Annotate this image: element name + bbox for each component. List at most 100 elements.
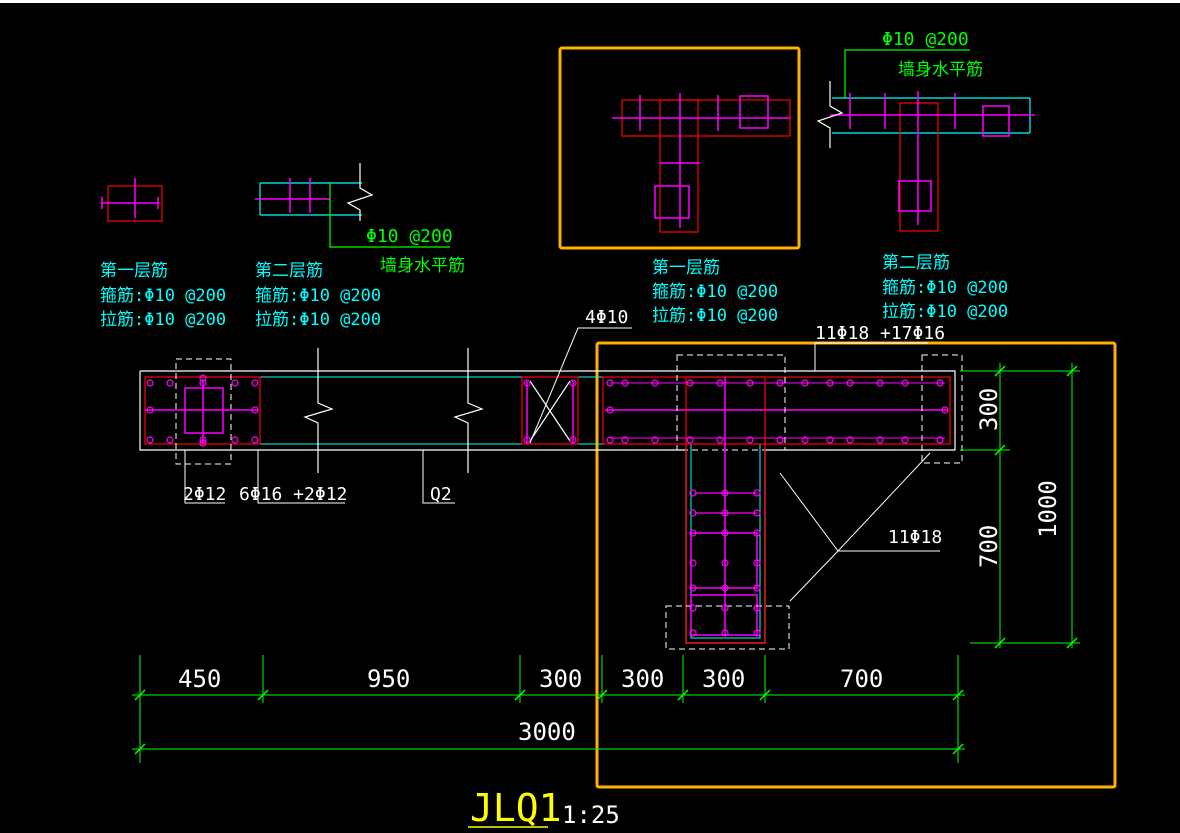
- highlight-box-detail: [558, 46, 801, 250]
- rebar-dot: [146, 406, 154, 414]
- rebar-dot: [716, 436, 724, 444]
- rebar-dot: [721, 559, 729, 567]
- rebar-dot: [689, 509, 697, 517]
- dim-right-total: 1000: [1034, 480, 1062, 538]
- label-web-bars: 11Φ18: [888, 527, 942, 548]
- dimension-tick: [759, 689, 771, 701]
- detail-1-tie-sketch: [101, 178, 163, 222]
- dim-right-flange: 300: [975, 388, 1003, 431]
- rebar-dot: [199, 374, 207, 382]
- rebar-dot: [569, 379, 577, 387]
- dim-bottom-1: 450: [178, 665, 221, 693]
- leader-lines: [184, 327, 940, 602]
- detail-4-callout-spec: Φ10 @200: [882, 29, 969, 50]
- label-diag-bars: 4Φ10: [585, 307, 628, 328]
- dimension-tick: [952, 743, 964, 755]
- rebar-dot: [686, 379, 694, 387]
- detail-1-stirrup: 箍筋:Φ10 @200: [100, 286, 226, 306]
- rebar-dot: [721, 489, 729, 497]
- detail-4-t-junction-sketch: [816, 49, 1035, 232]
- detail-2-wall-end-sketch: [255, 163, 450, 248]
- dim-bottom-2: 950: [367, 665, 410, 693]
- rebar-dot: [651, 379, 659, 387]
- dimension-tick: [134, 689, 146, 701]
- label-end-bars-a: 2Φ12: [183, 484, 226, 505]
- rebar-dot: [251, 379, 259, 387]
- detail-1-tie: 拉筋:Φ10 @200: [100, 310, 226, 330]
- drawing-scale: 1:25: [562, 801, 620, 829]
- dimension-tick: [994, 365, 1006, 377]
- detail-4-callout-name: 墙身水平筋: [898, 60, 983, 80]
- rebar-dot: [716, 379, 724, 387]
- rebar-dot: [753, 509, 761, 517]
- rebar-dot: [936, 436, 944, 444]
- rebar-dot: [846, 379, 854, 387]
- rebar-dot: [621, 436, 629, 444]
- rebar-dot: [686, 436, 694, 444]
- rebar-dot: [901, 379, 909, 387]
- dim-bottom-5: 300: [702, 665, 745, 693]
- label-flange-bars: 11Φ18 +17Φ16: [815, 323, 945, 344]
- rebar-dot: [876, 436, 884, 444]
- dimension-tick: [1066, 365, 1078, 377]
- detail-1-title: 第一层筋: [100, 261, 168, 281]
- dimension-ticks: [134, 365, 1078, 755]
- detail-2-tie: 拉筋:Φ10 @200: [255, 310, 381, 330]
- dimension-tick: [677, 689, 689, 701]
- rebar-dot: [231, 379, 239, 387]
- rebar-dot: [826, 436, 834, 444]
- rebar-dot: [689, 604, 697, 612]
- rebar-dot: [936, 379, 944, 387]
- rebar-dot: [721, 529, 729, 537]
- dimension-tick: [994, 637, 1006, 649]
- rebar-dot: [721, 604, 729, 612]
- rebar-dot: [753, 584, 761, 592]
- dim-bottom-3: 300: [539, 665, 582, 693]
- rebar-dot: [753, 489, 761, 497]
- dim-bottom-4: 300: [621, 665, 664, 693]
- rebar-dot: [689, 559, 697, 567]
- dimension-tick: [134, 743, 146, 755]
- rebar-dot: [199, 379, 207, 387]
- rebar-dot: [776, 436, 784, 444]
- detail-4-title: 第二层筋: [882, 253, 950, 273]
- rebar-dot: [901, 436, 909, 444]
- dimension-tick: [596, 689, 608, 701]
- detail-2-callout-spec: Φ10 @200: [366, 226, 453, 247]
- rebar-dot: [166, 436, 174, 444]
- rebar-dot: [689, 629, 697, 637]
- detail-3-stirrup: 箍筋:Φ10 @200: [652, 282, 778, 302]
- dim-right-web: 700: [975, 525, 1003, 568]
- detail-3-tie: 拉筋:Φ10 @200: [652, 306, 778, 326]
- rebar-dot: [606, 379, 614, 387]
- rebar-dot: [776, 379, 784, 387]
- dimension-tick: [952, 689, 964, 701]
- dimension-lines: [132, 363, 1080, 763]
- drawing-svg: 第一层筋 箍筋:Φ10 @200 拉筋:Φ10 @200 Φ10 @200 墙身…: [100, 29, 1117, 830]
- rebar-dots: [146, 374, 949, 637]
- rebar-dot: [621, 379, 629, 387]
- rebar-dot: [606, 406, 614, 414]
- rebar-dot: [166, 379, 174, 387]
- rebar-dot: [753, 629, 761, 637]
- dimension-tick: [257, 689, 269, 701]
- rebar-dot: [876, 379, 884, 387]
- rebar-dot: [826, 379, 834, 387]
- rebar-dot: [606, 436, 614, 444]
- rebar-dot: [689, 489, 697, 497]
- rebar-dot: [146, 379, 154, 387]
- rebar-dot: [746, 436, 754, 444]
- rebar-dot: [523, 436, 531, 444]
- rebar-dot: [251, 406, 259, 414]
- rebar-dot: [721, 509, 729, 517]
- rebar-dot: [689, 529, 697, 537]
- rebar-dot: [199, 439, 207, 447]
- rebar-dot: [689, 584, 697, 592]
- dimension-tick: [994, 444, 1006, 456]
- label-wall-mark: Q2: [430, 484, 452, 505]
- detail-2-stirrup: 箍筋:Φ10 @200: [255, 286, 381, 306]
- rebar-dot: [199, 436, 207, 444]
- rebar-dot: [523, 379, 531, 387]
- detail-2-title: 第二层筋: [255, 261, 323, 281]
